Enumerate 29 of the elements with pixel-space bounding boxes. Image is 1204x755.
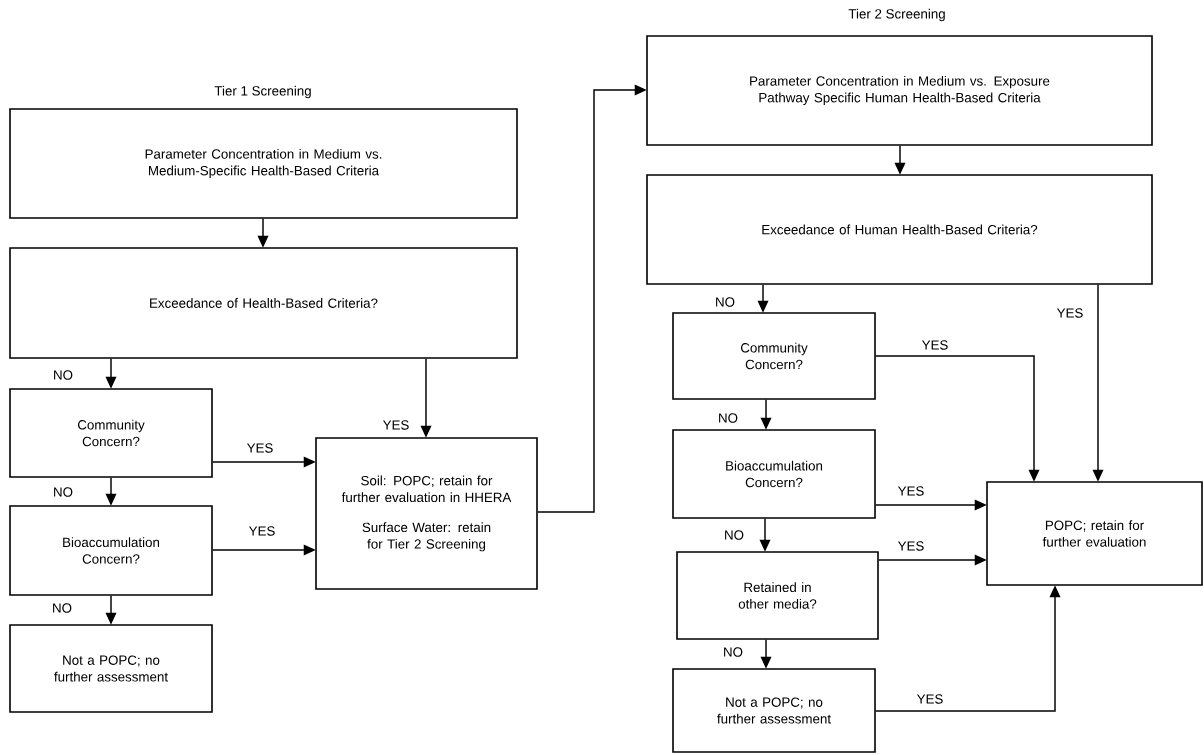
edge-label: NO xyxy=(51,485,75,499)
process-box: Parameter Concentration in Medium vs. Medium-Specific Health-Based Criteria xyxy=(9,108,518,219)
process-box: Not a POPC; no further assessment xyxy=(9,624,213,713)
process-box: Exceedance of Health-Based Criteria? xyxy=(9,247,518,359)
edge-label: YES xyxy=(896,484,926,498)
edge-label: YES xyxy=(247,524,277,538)
edge-label: YES xyxy=(896,539,926,553)
edge-label: NO xyxy=(713,295,737,309)
edge-label: YES xyxy=(381,418,411,432)
process-box: Community Concern? xyxy=(9,388,213,478)
process-box: Retained in other media? xyxy=(676,551,879,640)
process-box: Bioaccumulation Concern? xyxy=(9,505,213,596)
process-box: Not a POPC; no further assessment xyxy=(672,668,876,753)
process-box: Parameter Concentration in Medium vs. Exposure Pathway Specific Human Health-Based Criteria xyxy=(646,35,1153,146)
edge-label: NO xyxy=(716,411,740,425)
edge-label: NO xyxy=(721,645,745,659)
edge-label: YES xyxy=(915,692,945,706)
process-box: Exceedance of Human Health-Based Criteria? xyxy=(646,174,1153,285)
process-box: Community Concern? xyxy=(672,312,876,400)
edge-label: NO xyxy=(722,528,746,542)
section-heading: Tier 2 Screening xyxy=(848,8,945,22)
edge-label: YES xyxy=(1055,306,1085,320)
process-box: POPC; retain for further evaluation xyxy=(986,481,1203,586)
edge-label: YES xyxy=(245,441,275,455)
process-box: Soil: POPC; retain for further evaluation in HHERA Surface Water: retain for Tier 2 Screening xyxy=(315,437,538,590)
edge-label: YES xyxy=(920,338,950,352)
edge-label: NO xyxy=(51,368,75,382)
process-box: Bioaccumulation Concern? xyxy=(672,429,876,519)
edge-label: NO xyxy=(50,601,74,615)
